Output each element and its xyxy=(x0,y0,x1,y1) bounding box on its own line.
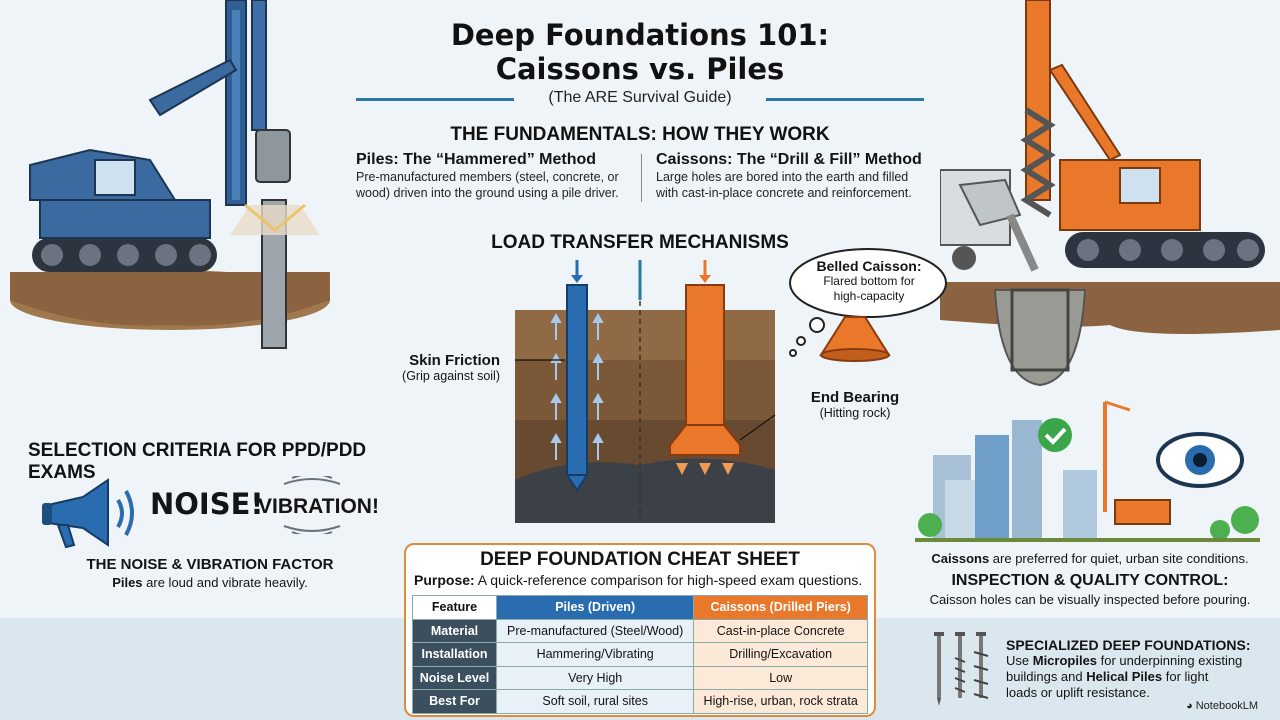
specialized-foundations: SPECIALIZED DEEP FOUNDATIONS: Use Microp… xyxy=(1006,637,1276,701)
purpose-label: Purpose: xyxy=(414,572,475,588)
end-bearing-title: End Bearing xyxy=(810,389,900,406)
caissons-cell: Low xyxy=(693,665,868,690)
row-label: Installation xyxy=(412,642,497,667)
load-transfer-diagram xyxy=(515,260,776,523)
specialized-text-a: Use xyxy=(1006,653,1033,668)
subtitle-rule-left xyxy=(356,98,514,101)
caissons-method-title: Caissons: The “Drill & Fill” Method xyxy=(656,151,922,168)
row-label: Best For xyxy=(412,689,497,714)
end-bearing-label: End Bearing (Hitting rock) xyxy=(795,389,915,420)
specialized-text-f: for light xyxy=(1162,669,1209,684)
belled-caisson-line-1: Flared bottom for xyxy=(823,274,915,288)
factor-rest: are loud and vibrate heavily. xyxy=(142,575,308,590)
brand-mark: ◕ NotebookLM xyxy=(1186,700,1258,712)
brand-icon: ◕ xyxy=(1186,700,1193,712)
cheat-sheet-purpose: Purpose: A quick-reference comparison fo… xyxy=(414,572,874,588)
city-skyline-illustration xyxy=(915,400,1260,542)
noise-label: NOISE! xyxy=(150,487,264,521)
urban-note: Caissons are preferred for quiet, urban … xyxy=(920,551,1260,566)
caissons-method: Caissons: The “Drill & Fill” Method Larg… xyxy=(656,151,936,201)
table-header-row: Feature Piles (Driven) Caissons (Drilled… xyxy=(412,595,868,620)
fundamentals-divider xyxy=(641,154,642,202)
micropile-helical-icons xyxy=(934,632,989,706)
piles-cell: Very High xyxy=(495,665,695,690)
fundamentals-heading: THE FUNDAMENTALS: HOW THEY WORK xyxy=(450,124,830,145)
skin-friction-note: (Grip against soil) xyxy=(402,369,500,383)
table-row: Best For Soft soil, rural sites High-ris… xyxy=(412,689,868,714)
specialized-text-g: loads or uplift resistance. xyxy=(1006,685,1150,700)
urban-note-bold: Caissons xyxy=(931,551,990,566)
table-row: Material Pre-manufactured (Steel/Wood) C… xyxy=(412,618,868,643)
micropiles-term: Micropiles xyxy=(1032,653,1098,668)
factor-bold: Piles xyxy=(112,575,143,590)
specialized-text: Use Micropiles for underpinning existing… xyxy=(1006,653,1276,701)
header-piles: Piles (Driven) xyxy=(495,595,695,620)
title-line-1: Deep Foundations 101: xyxy=(450,18,830,52)
megaphone-icon xyxy=(42,478,134,549)
page-subtitle: (The ARE Survival Guide) xyxy=(548,89,732,106)
specialized-text-d: buildings and xyxy=(1006,669,1087,684)
subtitle-row: (The ARE Survival Guide) xyxy=(356,88,924,110)
piles-method-title: Piles: The “Hammered” Method xyxy=(356,151,597,168)
caissons-method-line-1: Large holes are bored into the earth and… xyxy=(656,170,909,184)
piles-cell: Soft soil, rural sites xyxy=(495,689,695,714)
purpose-text: A quick-reference comparison for high-sp… xyxy=(474,572,863,588)
piles-method-line-2: wood) driven into the ground using a pil… xyxy=(356,186,619,200)
noise-vibration-factor-text: Piles are loud and vibrate heavily. xyxy=(60,575,360,590)
belled-caisson-note: Belled Caisson: Flared bottom for high-c… xyxy=(795,258,943,304)
header-caissons: Caissons (Drilled Piers) xyxy=(693,595,868,620)
drilling-rig-illustration xyxy=(940,0,1280,387)
noise-vibration-factor-title: THE NOISE & VIBRATION FACTOR xyxy=(86,556,334,573)
piles-method-line-1: Pre-manufactured members (steel, concret… xyxy=(356,170,619,184)
inspection-heading: INSPECTION & QUALITY CONTROL: xyxy=(951,572,1229,589)
selection-criteria-heading: SELECTION CRITERIA FOR PPD/PDD EXAMS xyxy=(28,440,367,483)
table-row: Noise Level Very High Low xyxy=(412,665,868,690)
pile-driver-illustration xyxy=(10,0,330,349)
load-transfer-heading: LOAD TRANSFER MECHANISMS xyxy=(491,232,789,253)
subtitle-rule-right xyxy=(766,98,924,101)
row-label: Noise Level xyxy=(412,665,497,690)
table-row: Installation Hammering/Vibrating Drillin… xyxy=(412,642,868,667)
cheat-sheet-table: Feature Piles (Driven) Caissons (Drilled… xyxy=(412,595,868,714)
skin-friction-title: Skin Friction xyxy=(409,352,500,369)
end-bearing-note: (Hitting rock) xyxy=(819,406,891,420)
inspection-text: Caisson holes can be visually inspected … xyxy=(929,592,1251,607)
brand-label: NotebookLM xyxy=(1195,700,1259,712)
header-feature: Feature xyxy=(412,595,497,620)
belled-caisson-line-2: high-capacity xyxy=(833,289,905,303)
urban-note-rest: are preferred for quiet, urban site cond… xyxy=(989,551,1249,566)
specialized-heading: SPECIALIZED DEEP FOUNDATIONS: xyxy=(1006,637,1251,653)
vibration-waves-icon xyxy=(283,476,341,534)
page-title: Deep Foundations 101: Caissons vs. Piles xyxy=(340,18,940,86)
row-label: Material xyxy=(412,618,497,643)
skin-friction-label: Skin Friction (Grip against soil) xyxy=(380,352,500,383)
helical-piles-term: Helical Piles xyxy=(1086,669,1163,684)
caissons-cell: Drilling/Excavation xyxy=(693,642,868,667)
belled-caisson-title: Belled Caisson: xyxy=(816,258,922,274)
caissons-method-line-2: with cast-in-place concrete and reinforc… xyxy=(656,186,912,200)
piles-method: Piles: The “Hammered” Method Pre-manufac… xyxy=(356,151,636,201)
thought-bubble xyxy=(789,248,947,362)
cheat-sheet-title: DEEP FOUNDATION CHEAT SHEET xyxy=(480,549,800,570)
caissons-cell: High-rise, urban, rock strata xyxy=(693,689,868,714)
specialized-text-c: for underpinning existing xyxy=(1097,653,1243,668)
vibration-label: VIBRATION! xyxy=(258,495,379,518)
piles-cell: Hammering/Vibrating xyxy=(495,642,695,667)
caissons-cell: Cast-in-place Concrete xyxy=(693,618,868,643)
piles-cell: Pre-manufactured (Steel/Wood) xyxy=(495,618,695,643)
title-line-2: Caissons vs. Piles xyxy=(495,52,785,86)
